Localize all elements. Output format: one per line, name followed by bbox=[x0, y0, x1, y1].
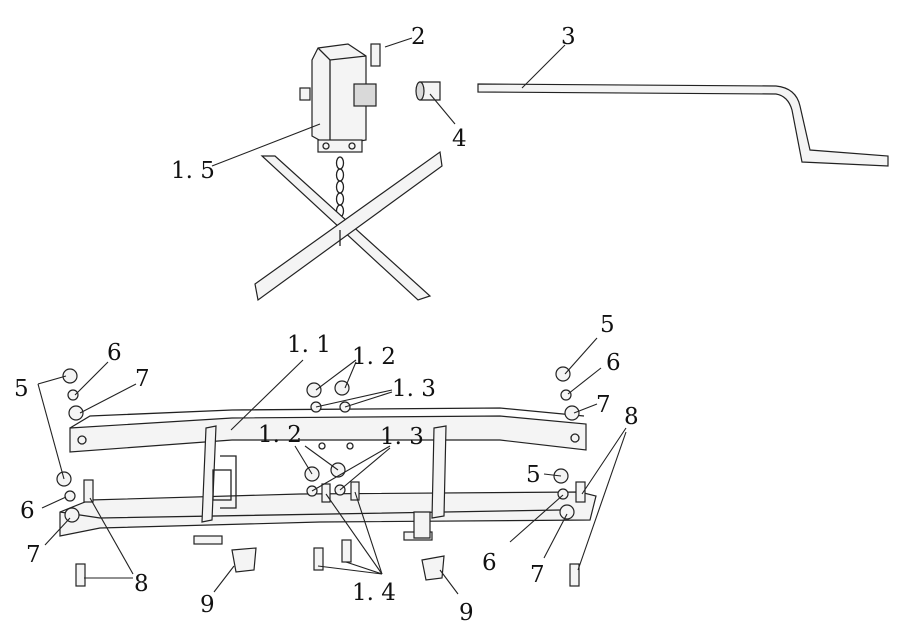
label-washer-right-bottom: 6 bbox=[482, 550, 497, 576]
foot-part-left bbox=[231, 547, 257, 573]
label-washer-left-top: 6 bbox=[107, 340, 122, 366]
label-center-bolts: 1. 4 bbox=[352, 580, 396, 606]
label-nut-right-top: 5 bbox=[600, 312, 615, 338]
label-spring-washer-left-bottom: 7 bbox=[26, 542, 41, 568]
label-washer-left-bottom: 6 bbox=[20, 498, 35, 524]
left-hardware bbox=[56, 368, 94, 587]
label-nut-upper: 1. 2 bbox=[352, 344, 396, 370]
label-spring-washer-right-top: 7 bbox=[596, 392, 611, 418]
label-nut-right-bottom: 5 bbox=[526, 462, 541, 488]
x-frame-part bbox=[254, 150, 443, 302]
foot-part-right bbox=[421, 555, 445, 581]
label-foot-right: 9 bbox=[459, 600, 474, 626]
center-nuts-upper bbox=[306, 380, 351, 413]
label-washer-right-top: 6 bbox=[606, 350, 621, 376]
label-housing: 1. 5 bbox=[171, 158, 215, 184]
right-hardware bbox=[553, 366, 586, 587]
label-washer-lower: 1. 3 bbox=[380, 424, 424, 450]
label-bolt-left: 8 bbox=[134, 571, 149, 597]
callout-labels: 2 3 4 1. 5 1. 1 1. 2 1. 3 1. 2 1. 3 1. 4… bbox=[14, 24, 639, 626]
bushing-part bbox=[415, 81, 441, 101]
base-frame-part bbox=[59, 407, 597, 545]
label-nut-left-top: 5 bbox=[14, 376, 29, 402]
label-spring-washer-left-top: 7 bbox=[135, 366, 150, 392]
pin-part bbox=[370, 43, 381, 67]
label-base-frame: 1. 1 bbox=[287, 332, 331, 358]
label-nut-lower: 1. 2 bbox=[258, 422, 302, 448]
label-spring-washer-right-bottom: 7 bbox=[530, 562, 545, 588]
label-bushing: 4 bbox=[452, 126, 467, 152]
gearbox-housing-part bbox=[299, 43, 377, 153]
label-foot-left: 9 bbox=[200, 592, 215, 618]
label-bolt-right: 8 bbox=[624, 404, 639, 430]
label-pin: 2 bbox=[411, 24, 426, 50]
crank-handle-part bbox=[477, 83, 889, 167]
label-washer-upper: 1. 3 bbox=[392, 376, 436, 402]
leader-lines bbox=[37, 37, 627, 595]
label-crank-handle: 3 bbox=[561, 24, 576, 50]
